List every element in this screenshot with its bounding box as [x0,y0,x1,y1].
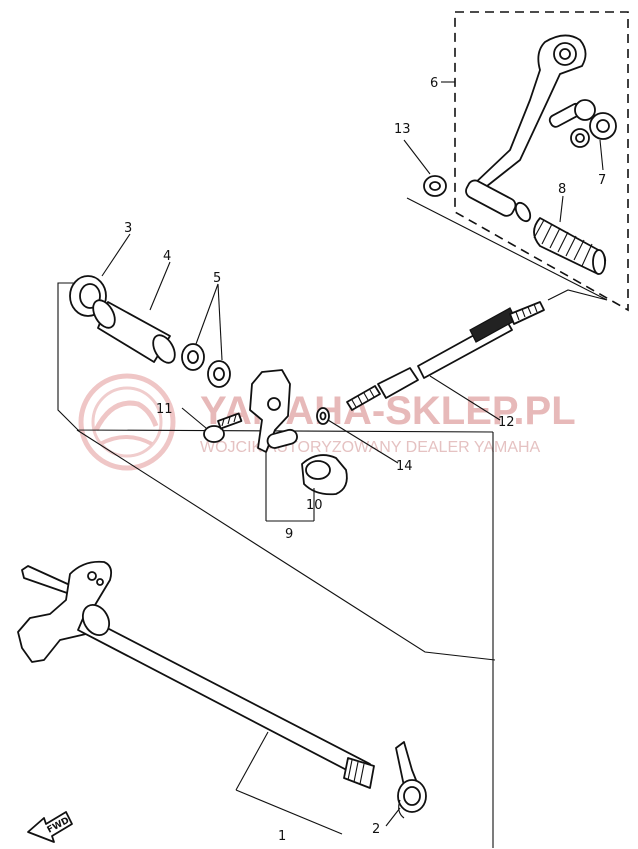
callout-9: 9 [285,527,293,542]
callout-7: 7 [598,173,606,188]
nut [423,175,447,197]
assembly-6-boundary [454,11,629,312]
shift-arm [249,369,298,453]
bearings [181,343,231,388]
arrow-left-icon [27,811,73,843]
torsion-spring [395,741,427,819]
callouts: 3 4 5 6 7 8 13 11 12 14 10 9 1 2 [124,76,606,844]
bolt [203,412,243,443]
fwd-direction-marker: FWD [27,811,73,843]
foot-rubber [533,217,607,275]
watermark-tagline: WOJCIK AUTORYZOWANY DEALER YAMAHA [200,439,541,456]
callout-12: 12 [498,415,515,430]
tie-rod [346,301,545,411]
callout-10: 10 [306,498,323,513]
callout-1: 1 [278,829,286,844]
callout-8: 8 [558,182,566,197]
boot-cover [301,454,348,496]
collar [92,299,176,364]
pedal-bolt-assembly [548,99,617,148]
callout-2: 2 [372,822,380,837]
callout-3: 3 [124,221,132,236]
leader-lines [101,81,604,835]
callout-13: 13 [394,122,411,137]
watermark-logo-icon [78,373,176,471]
callout-4: 4 [163,249,171,264]
shift-shaft [17,560,375,789]
washer [316,407,330,425]
group-outline-lines [57,197,608,848]
callout-5: 5 [213,271,221,286]
shift-pedal [465,34,587,223]
callout-11: 11 [156,402,173,417]
callout-6: 6 [430,76,438,91]
callout-14: 14 [396,459,413,474]
